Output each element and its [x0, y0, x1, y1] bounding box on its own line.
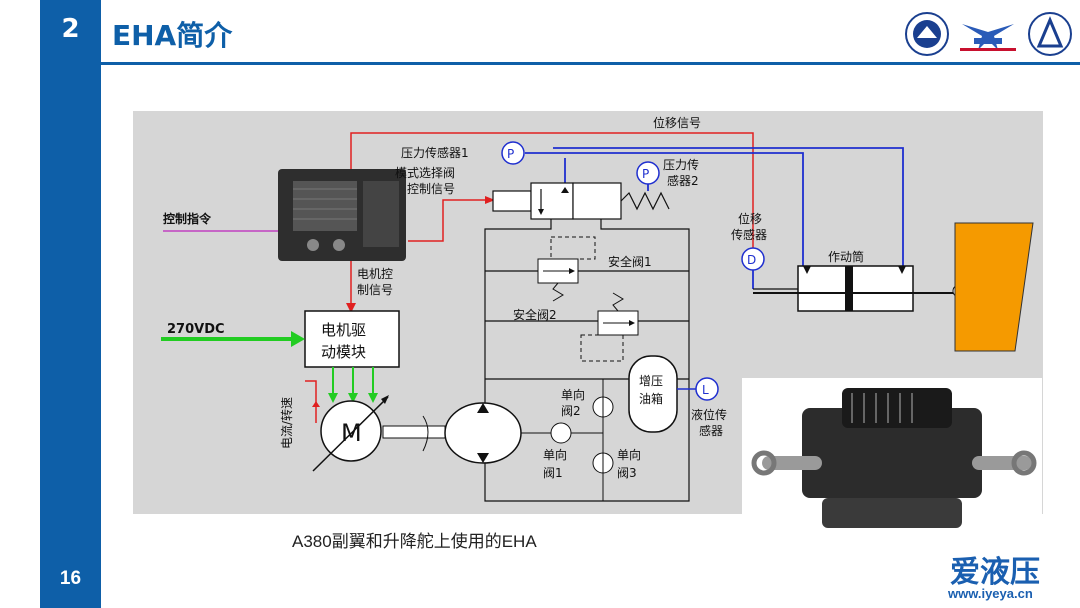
- check-valve3-label-1: 单向: [617, 447, 641, 462]
- booster-tank-label-1: 增压: [639, 374, 663, 388]
- current-speed-label: 电流/转速: [279, 397, 294, 449]
- displacement-sensor-label-1: 位移: [738, 211, 762, 226]
- check-valve2-label-2: 阀2: [561, 404, 581, 418]
- watermark: 爱液压 www.iyeya.cn: [918, 547, 1078, 607]
- motor-label: M: [341, 419, 362, 447]
- motor-control-signal-label-2: 制信号: [357, 283, 393, 297]
- check-valve1-label-2: 阀1: [543, 466, 563, 480]
- pressure-symbol-2: P: [642, 167, 649, 181]
- safety-valve1-label: 安全阀1: [608, 254, 652, 269]
- actuator-label: 作动筒: [828, 249, 864, 264]
- check-valve1-label-1: 单向: [543, 447, 567, 462]
- check-valve2-label-1: 单向: [561, 387, 585, 402]
- watermark-url: www.iyeya.cn: [948, 586, 1033, 601]
- pressure-symbol-1: P: [507, 147, 514, 161]
- level-sensor-label-1: 液位传: [691, 407, 727, 422]
- pressure-sensor1-label: 压力传感器1: [401, 145, 469, 160]
- displacement-symbol: D: [747, 253, 756, 267]
- level-symbol: L: [702, 383, 709, 397]
- institute-seal-icon: [1028, 12, 1072, 56]
- pressure-sensor2-label-1: 压力传: [663, 157, 699, 172]
- pressure-sensor2-label-2: 感器2: [667, 173, 699, 188]
- motor-driver-label-1: 电机驱: [321, 321, 366, 339]
- safety-valve2-label: 安全阀2: [513, 307, 557, 322]
- slide-title: EHA简介: [112, 19, 233, 52]
- mode-valve-signal-label-1: 模式选择阀: [395, 166, 455, 180]
- watermark-brand: 爱液压: [950, 555, 1040, 590]
- eha-schematic: 位移信号 压力传感器1 P 模式选择阀 控制信号 P 压力传 感器2 控制指令 …: [133, 111, 1043, 514]
- university-seal-icon: [905, 12, 949, 56]
- booster-tank-label-2: 油箱: [639, 391, 663, 406]
- eha-photo: [742, 378, 1042, 544]
- displacement-signal-label: 位移信号: [653, 115, 701, 130]
- figure-caption: A380副翼和升降舵上使用的EHA: [292, 532, 537, 551]
- control-command-label: 控制指令: [163, 211, 212, 226]
- section-sidebar: [40, 0, 101, 608]
- motor-control-signal-label-1: 电机控: [357, 267, 393, 281]
- header-logos: [905, 12, 1072, 56]
- page-number: 16: [59, 568, 82, 589]
- level-sensor-label-2: 感器: [699, 423, 723, 438]
- ecu-unit-icon: [278, 169, 406, 261]
- section-number: 2: [61, 14, 80, 44]
- displacement-sensor-label-2: 传感器: [731, 227, 767, 242]
- check-valve3-label-2: 阀3: [617, 466, 637, 480]
- title-underline: [101, 62, 1080, 65]
- fptc-logo-icon: [960, 24, 1016, 51]
- motor-driver-label-2: 动模块: [321, 343, 366, 361]
- mode-valve-signal-label-2: 控制信号: [407, 182, 455, 196]
- power-supply-label: 270VDC: [167, 322, 225, 337]
